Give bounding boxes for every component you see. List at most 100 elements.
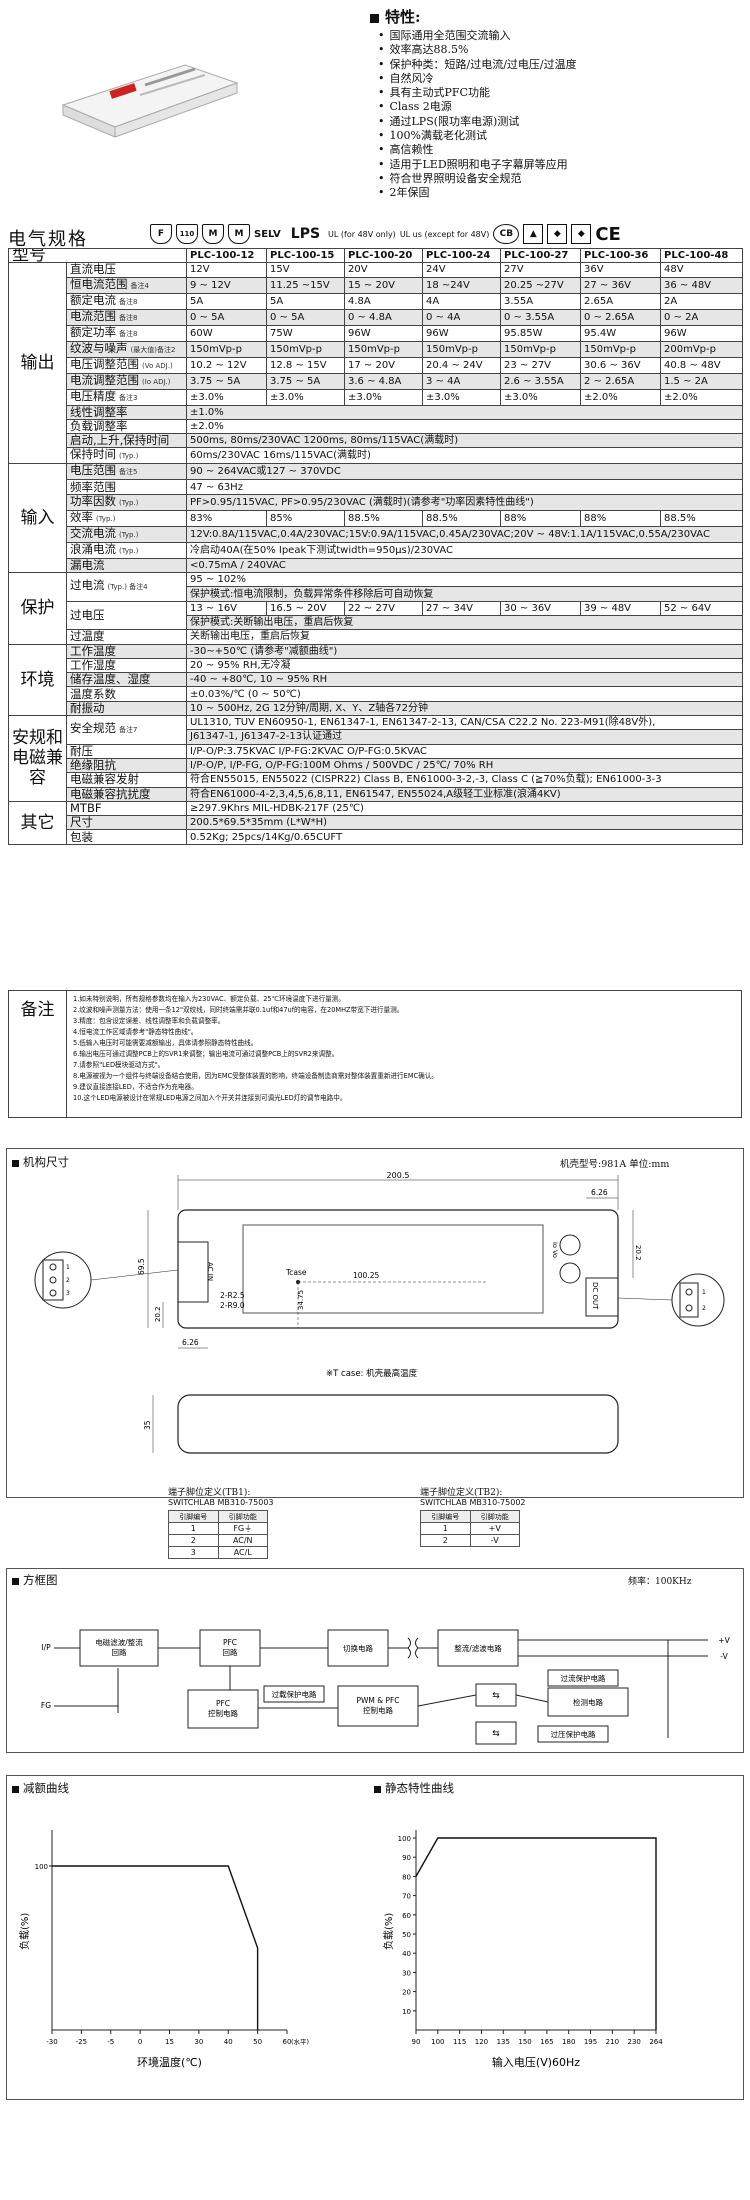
detect-block: 检测电路: [573, 1697, 603, 1707]
pin-cell: 2: [168, 1534, 219, 1547]
item-note: (最大值)备注2: [130, 345, 176, 354]
spec-cell: ±2.0%: [660, 388, 743, 406]
spec-title: 电气规格: [8, 229, 88, 250]
item-note: 备注3: [119, 393, 138, 402]
vminus-label: -V: [720, 1652, 728, 1661]
item-text: 负载调整率: [70, 419, 128, 434]
x-axis-label: 环境温度(℃): [137, 2055, 202, 2069]
spec-item-label: 频率范围: [66, 479, 187, 495]
x-tick-label: 100: [431, 2038, 444, 2046]
pin-cell: -V: [469, 1534, 520, 1547]
spec-cell: 150mVp-p: [186, 340, 267, 358]
dim-r9: 2-R9.0: [220, 1301, 245, 1310]
spec-row: 保护模式:恒电流限制，负载异常条件移除后可自动恢复: [9, 586, 743, 602]
pin-cell: 引脚功能: [217, 1510, 268, 1523]
item-note: 备注8: [119, 313, 138, 322]
spec-cell: 5A: [186, 292, 267, 310]
pin-cell: 2: [420, 1534, 471, 1547]
spec-item-label: 过电压: [66, 600, 187, 631]
spec-row: 电磁兼容抗扰度符合EN61000-4-2,3,4,5,6,8,11, EN615…: [9, 786, 743, 802]
cert-ul-icon: UL (for 48V only): [328, 229, 396, 239]
y-tick-label: 10: [402, 2008, 411, 2016]
spec-cell: 88%: [500, 509, 581, 527]
item-note: 备注4: [130, 281, 149, 290]
pin-cell: +V: [469, 1522, 520, 1535]
note-item: 8.电源被视为一个组件与终端设备结合使用，因为EMC受整体装置的影响，终端设备制…: [73, 1072, 438, 1080]
item-note: (Typ.): [119, 452, 139, 461]
svg-text:2: 2: [702, 1305, 706, 1312]
spec-item-label: 电压精度备注3: [66, 388, 187, 406]
item-text: 电压范围: [70, 463, 116, 478]
spec-cell: 200.5*69.5*35mm (L*W*H): [186, 815, 743, 831]
cert-ce-icon: CE: [595, 223, 621, 245]
spec-cell: 150mVp-p: [500, 340, 581, 358]
spec-cell: 30 ~ 36V: [500, 600, 581, 616]
y-tick-label: 20: [402, 1989, 411, 1997]
spec-cell: 88%: [580, 509, 661, 527]
spec-row: 浪涌电流(Typ.)冷启动40A(在50% Ipeak下测试twidth=950…: [9, 541, 743, 559]
static-series-line: [415, 1837, 657, 2030]
spec-cell: 3 ~ 4A: [422, 372, 501, 390]
pin-cell: 引脚编号: [168, 1510, 219, 1523]
y-tick-label: 100: [398, 1835, 411, 1843]
tb2-block: 端子脚位定义(TB2): SWITCHLAB MB310-75002: [420, 1485, 526, 1507]
spec-cell: 200mVp-p: [660, 340, 743, 358]
y-tick-label: 80: [402, 1873, 411, 1881]
spec-item-label: 工作温度: [66, 643, 187, 659]
spec-cell: 13 ~ 16V: [186, 600, 267, 616]
x-tick-label: 120: [475, 2038, 488, 2046]
item-text: 线性调整率: [70, 405, 128, 419]
cert-ulus-icon: UL us (except for 48V): [399, 229, 490, 239]
spec-cell: 0 ~ 5A: [186, 308, 267, 326]
spec-row: 电磁兼容发射符合EN55015, EN55022 (CISPR22) Class…: [9, 772, 743, 788]
x-tick-label: -30: [46, 2038, 57, 2046]
note-item: 9.建议直接连接LED，不适合作为充电器。: [73, 1083, 198, 1091]
spec-cell: 0 ~ 2A: [660, 308, 743, 326]
case-info: 机壳型号:981A 单位:mm: [560, 1159, 670, 1170]
spec-cell: 30.6 ~ 36V: [580, 356, 661, 374]
note-item: 2.纹波和噪声测量方法：使用一条12"双绞线，同时终端需并联0.1uf和47uf…: [73, 1006, 404, 1014]
item-note: 备注8: [119, 297, 138, 306]
y-tick-label: 100: [35, 1863, 48, 1871]
feature-item: 具有主动式PFC功能: [388, 86, 740, 100]
tb1-block: 端子脚位定义(TB1): SWITCHLAB MB310-75003: [168, 1485, 274, 1507]
x-tick-label: 165: [540, 2038, 553, 2046]
note-item: 1.如未特别说明，所有规格参数均在输入为230VAC、额定负载、25℃环境温度下…: [73, 995, 345, 1003]
note-item: 7.请参照"LED模块驱动方式"。: [73, 1061, 165, 1069]
model-header: PLC-100-36: [580, 247, 661, 264]
spec-item-label: 直流电压: [66, 262, 187, 278]
emi-block: 电磁滤波/整流回路: [95, 1637, 143, 1657]
spec-cell: J61347-1, J61347-2-13认证通过: [186, 729, 743, 745]
svg-text:1: 1: [66, 1264, 70, 1271]
cert-pse2-icon: ◆: [571, 224, 592, 244]
spec-cell: 500ms, 80ms/230VAC 1200ms, 80ms/115VAC(满…: [186, 433, 743, 449]
feature-item: 保护种类：短路/过电流/过电压/过温度: [388, 58, 740, 72]
spec-cell: 保护模式:关断输出电压，重启后恢复: [186, 614, 743, 631]
item-text: 漏电流: [70, 558, 105, 572]
x-tick-label: 15: [165, 2038, 174, 2046]
category-protection: 保护: [8, 572, 67, 645]
spec-cell: 17 ~ 20V: [344, 356, 423, 374]
svg-text:3: 3: [66, 1290, 70, 1297]
spec-item-label: 储存温度、湿度: [66, 672, 187, 688]
spec-row: 线性调整率±1.0%: [9, 404, 743, 420]
svg-text:1: 1: [702, 1289, 706, 1296]
dc-out-label: DC OUT: [591, 1282, 599, 1310]
spec-cell: 22 ~ 27V: [344, 600, 423, 616]
item-note: (Typ.): [119, 498, 139, 507]
cert-mm-icon: M: [228, 224, 250, 244]
dim-626-top: 6.26: [591, 1188, 608, 1197]
certification-marks: F 110 M M SELV LPS UL (for 48V only) UL …: [150, 222, 745, 246]
spec-cell: 60W: [186, 324, 267, 342]
spec-cell: 36V: [580, 262, 661, 278]
item-note: (Io ADJ.): [142, 377, 171, 386]
